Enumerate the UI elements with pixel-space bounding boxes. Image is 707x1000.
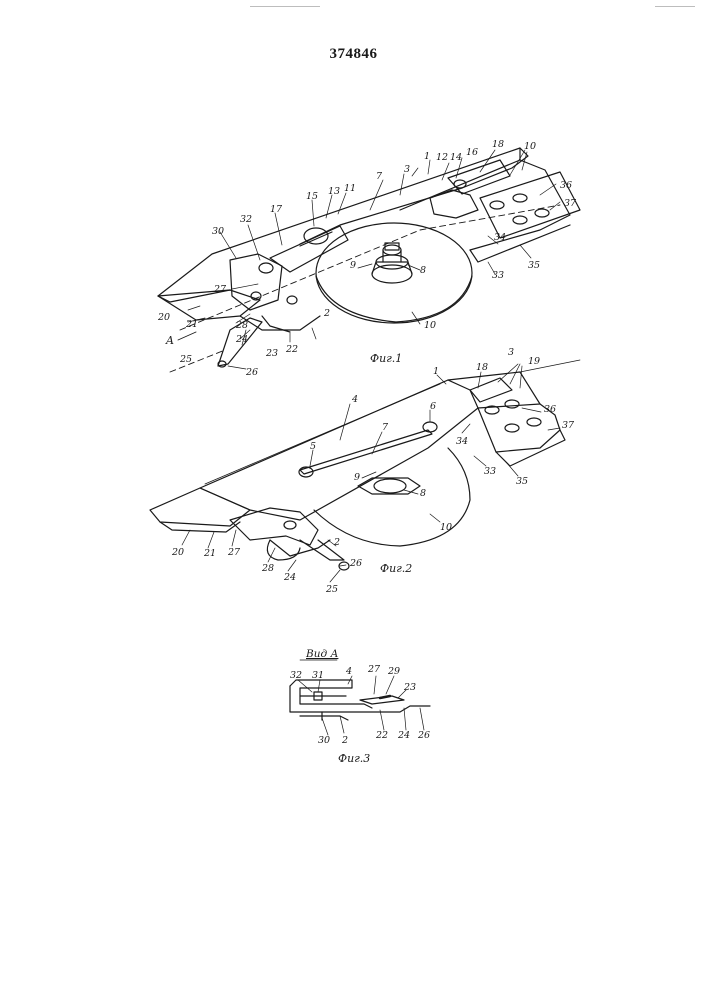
label-7: 7: [376, 171, 383, 182]
label-15: 15: [306, 191, 318, 202]
bolt-hole: [490, 201, 504, 209]
label-2: 2: [333, 537, 340, 548]
label-10: 10: [440, 522, 452, 533]
label-37: 37: [562, 420, 575, 431]
label-9: 9: [350, 260, 356, 271]
label-36: 36: [560, 180, 572, 191]
label-37: 37: [564, 198, 577, 209]
label-17: 17: [270, 204, 283, 215]
label-23: 23: [265, 348, 278, 359]
label-24: 24: [397, 730, 410, 741]
label-1: 1: [433, 366, 439, 377]
label-3: 3: [508, 347, 514, 358]
label-30: 30: [212, 226, 224, 237]
label-33: 33: [492, 270, 504, 281]
label-32: 31: [312, 670, 324, 681]
label-36: 36: [544, 404, 556, 415]
label-9: 9: [354, 472, 360, 483]
label-10: 10: [424, 320, 436, 331]
label-26: 26: [349, 558, 362, 569]
label-3: 3: [404, 164, 410, 175]
label-11: 11: [344, 183, 356, 194]
label-20: 20: [157, 312, 170, 323]
label-view-a: A: [165, 334, 174, 347]
bolt-hole: [505, 400, 519, 408]
label-28: 28: [261, 563, 274, 574]
bolt-hole: [527, 418, 541, 426]
label-25: 25: [325, 584, 338, 595]
view-a-title: Вид А: [305, 648, 338, 660]
label-24: 24: [283, 572, 296, 583]
label-35: 35: [528, 260, 540, 271]
label-34: 34: [494, 232, 506, 243]
label-7: 7: [382, 422, 389, 433]
label-27: 27: [227, 547, 241, 558]
label-18: 18: [476, 362, 488, 373]
label-13: 13: [328, 186, 340, 197]
label-24: 24: [235, 334, 248, 345]
label-33: 33: [484, 466, 496, 477]
label-25: 25: [179, 354, 192, 365]
label-26: 26: [417, 730, 430, 741]
fig3-caption: Фиг.3: [338, 752, 370, 765]
label-4: 4: [351, 394, 358, 405]
bolt-hole: [513, 216, 527, 224]
label-35: 35: [516, 476, 528, 487]
label-31: 32: [290, 670, 302, 681]
label-2: 2: [341, 735, 348, 746]
label-32: 32: [240, 214, 252, 225]
label-8: 8: [420, 265, 426, 276]
label-27: 27: [367, 664, 381, 675]
label-18: 18: [492, 139, 504, 150]
label-30: 30: [318, 735, 330, 746]
label-21: 21: [185, 319, 198, 330]
figure-1: [158, 148, 580, 372]
label-2: 2: [323, 308, 330, 319]
label-23: 23: [403, 682, 416, 693]
label-21: 21: [203, 548, 216, 559]
fig2-caption: Фиг.2: [380, 562, 412, 575]
label-10b: 10: [524, 141, 536, 152]
label-16: 16: [466, 147, 478, 158]
label-8: 8: [420, 488, 426, 499]
label-6: 6: [430, 401, 436, 412]
label-22: 22: [375, 730, 388, 741]
figure-2: [150, 360, 580, 570]
label-19: 19: [528, 356, 540, 367]
bolt-hole: [535, 209, 549, 217]
label-26: 26: [245, 367, 258, 378]
label-34: 34: [456, 436, 468, 447]
label-28: 28: [235, 320, 248, 331]
bolt-hole: [513, 194, 527, 202]
label-20: 20: [171, 547, 184, 558]
bolt-hole: [505, 424, 519, 432]
fig1-caption: Фиг.1: [370, 352, 402, 365]
label-27: 27: [213, 284, 227, 295]
label-29: 29: [387, 666, 400, 677]
part-labels-fig1: 1 2 3 7 8 9 10 10 11 12 13 14 15 16 17 1…: [157, 139, 577, 378]
part-labels-fig2: 1 2 3 4 5 6 7 8 9 10 18 19 20 21 24 25 2…: [171, 347, 575, 595]
label-1: 1: [424, 151, 430, 162]
label-5: 5: [310, 441, 316, 452]
label-12: 12: [436, 152, 448, 163]
label-4: 4: [345, 666, 352, 677]
label-14: 14: [450, 152, 462, 163]
label-22: 22: [285, 344, 298, 355]
